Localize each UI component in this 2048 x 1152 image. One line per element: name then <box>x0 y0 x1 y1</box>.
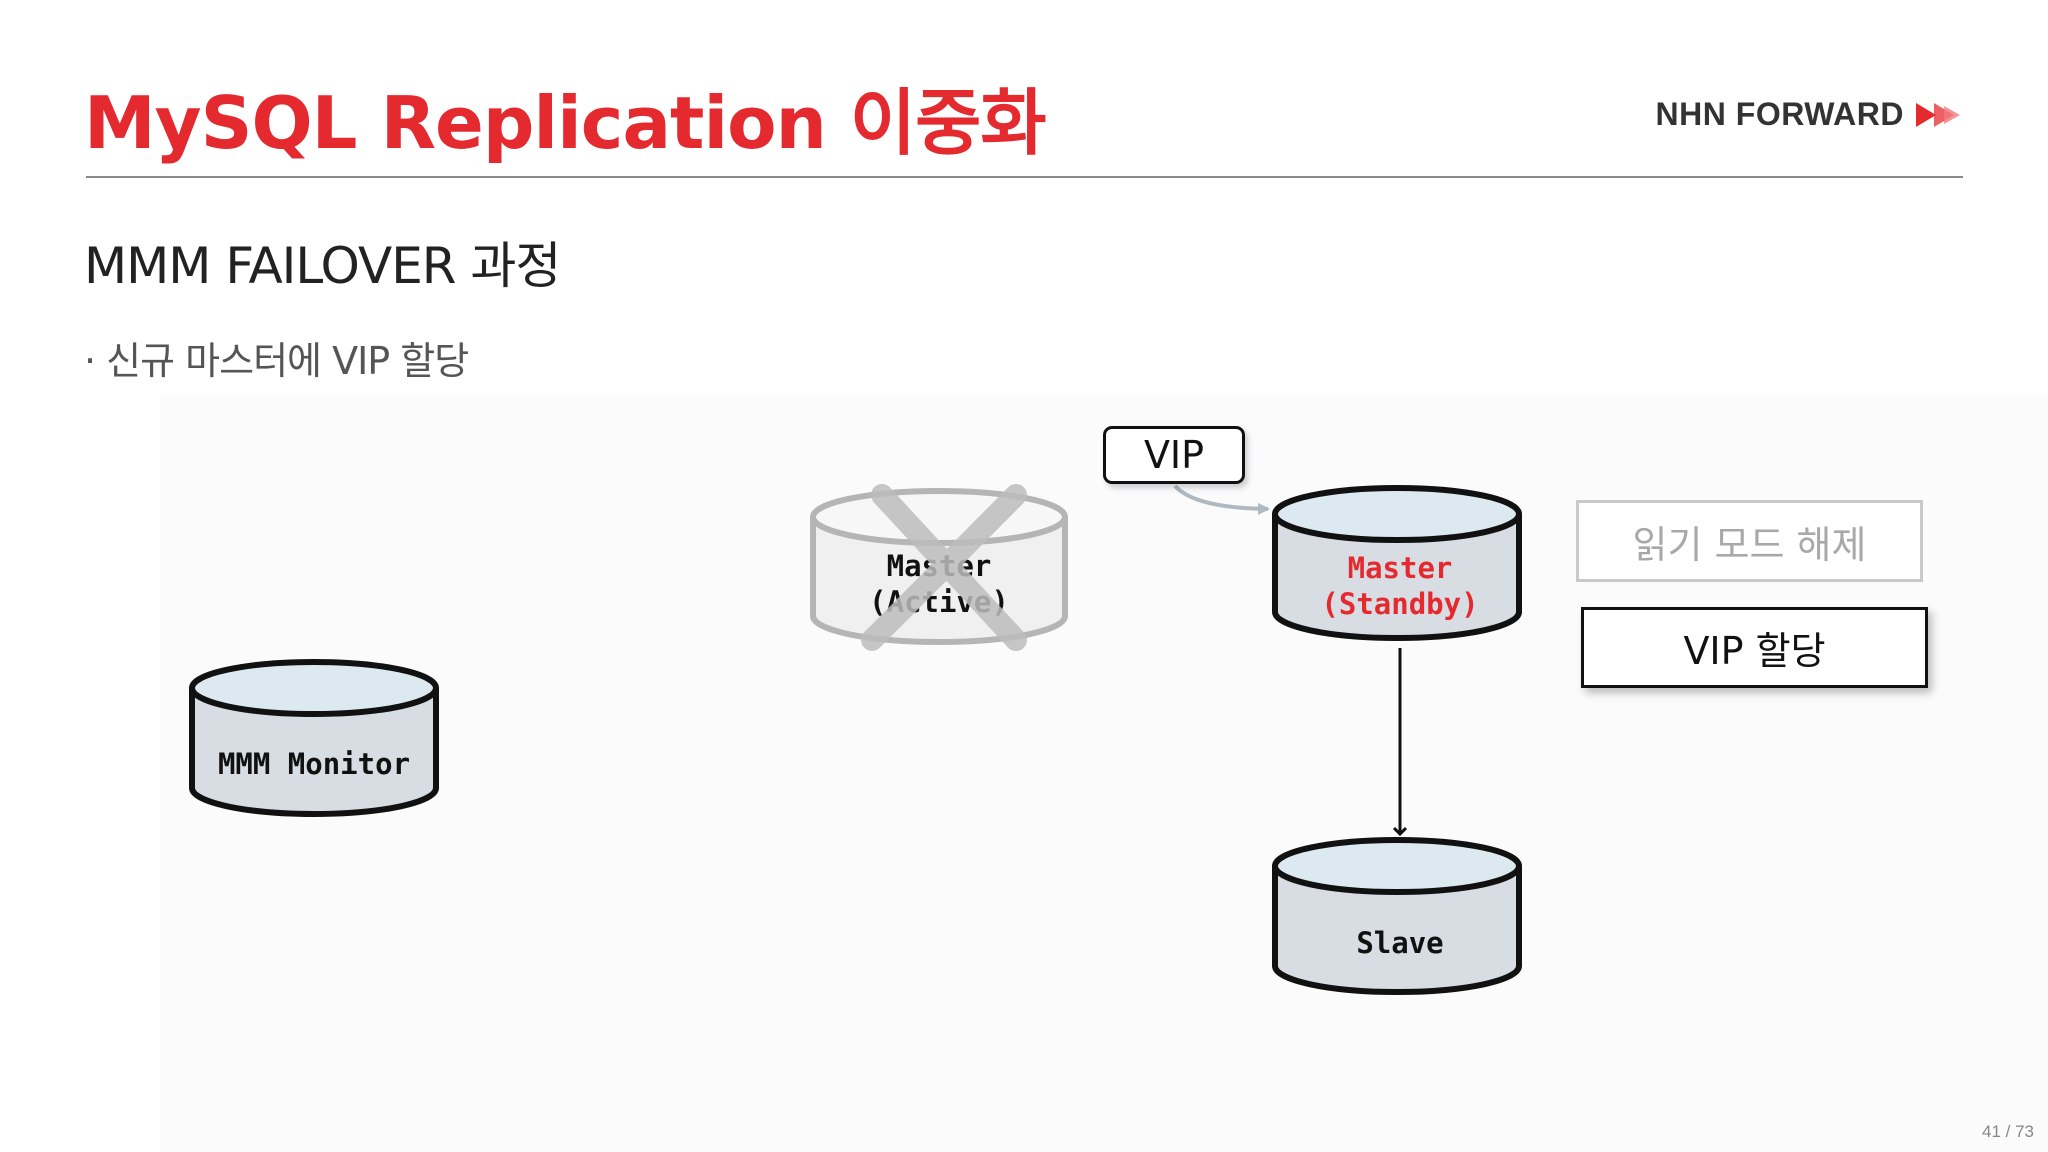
title-divider <box>86 176 1963 178</box>
brand-logo: NHN FORWARD <box>1656 96 1962 133</box>
standby-master-db: Master (Standby) <box>1272 485 1522 641</box>
section-subtitle: MMM FAILOVER 과정 <box>84 237 561 295</box>
step-read-mode-release: 읽기 모드 해제 <box>1576 500 1923 582</box>
forward-arrows-icon <box>1916 102 1960 127</box>
step-vip-assign: VIP 할당 <box>1581 607 1928 688</box>
failure-cross-icon <box>861 484 1027 651</box>
standby-line2: (Standby) <box>1321 587 1478 621</box>
monitor-label: MMM Monitor <box>218 747 410 781</box>
slide-title: MySQL Replication 이중화 <box>84 81 1047 165</box>
brand-name: NHN FORWARD <box>1655 96 1904 132</box>
slave-db: Slave <box>1272 837 1522 995</box>
vip-move-arrow <box>1173 484 1270 515</box>
vip-label-box: VIP <box>1103 426 1245 484</box>
standby-line1: Master <box>1348 551 1453 585</box>
bullet-text: · 신규 마스터에 VIP 할당 <box>84 339 469 383</box>
mmm-monitor-db: MMM Monitor <box>189 659 439 817</box>
page-number: 41 / 73 <box>1982 1122 2034 1141</box>
slave-label: Slave <box>1356 926 1443 960</box>
